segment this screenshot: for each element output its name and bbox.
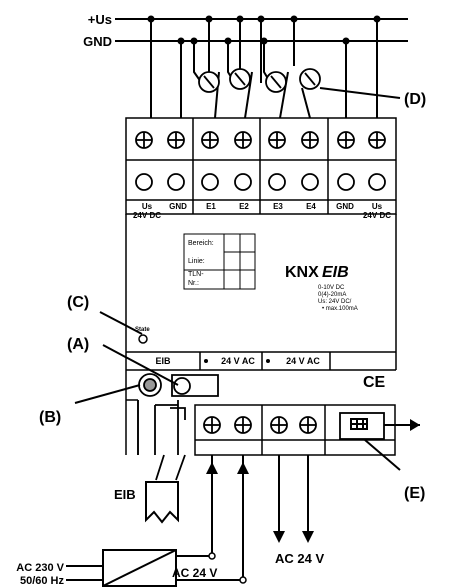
strip-label-eib: EIB (155, 356, 171, 366)
wire-openings (135, 173, 386, 191)
terminal-label-e3: E3 (273, 202, 283, 211)
terminal-label-us-2: Us (372, 202, 383, 211)
sensor-2-icon (229, 68, 251, 90)
label-nr: Nr.: (188, 280, 199, 287)
terminal-label-us: Us (142, 202, 153, 211)
arrow-up-icon-2 (237, 462, 249, 474)
strip-label-ac-2: 24 V AC (286, 356, 320, 366)
eib-bus-connector-icon (145, 481, 179, 524)
label-bereich: Bereich: (188, 240, 214, 247)
bus-connector-slot (171, 374, 219, 397)
us-bus-label: +Us (88, 12, 112, 27)
ac24-transformer-label: AC 24 V (172, 566, 217, 580)
callout-d: (D) (404, 91, 426, 108)
terminal-label-e1: E1 (206, 202, 216, 211)
sensor-3-icon (265, 71, 287, 93)
ce-mark: CE (363, 374, 386, 391)
knx-logo: KNX (285, 264, 319, 281)
terminal-label-e4: E4 (306, 202, 316, 211)
sensor-4-icon (299, 68, 321, 90)
screw-terminals-top (135, 131, 386, 149)
ac24-output-label: AC 24 V (275, 551, 324, 566)
supply-label-left: 24V DC (133, 211, 161, 220)
label-field (183, 233, 256, 290)
gnd-bus-label: GND (83, 34, 112, 49)
eib-logo: EIB (322, 264, 349, 281)
sensor-1-icon (198, 71, 220, 93)
strip-label-ac-1: 24 V AC (221, 356, 255, 366)
screw-terminals-bottom (203, 416, 317, 434)
arrow-down-icon-2 (302, 531, 314, 543)
label-tln: TLN- (188, 271, 204, 278)
state-label: State (135, 327, 150, 333)
terminal-label-gnd-2: GND (336, 202, 354, 211)
arrow-right-icon (410, 419, 420, 431)
state-led (138, 334, 148, 344)
frequency-label: 50/60 Hz (20, 575, 65, 587)
spec-line-4: • max.100mA (322, 306, 358, 312)
device-housing (125, 117, 397, 456)
spec-line-1: 0-10V DC (318, 285, 345, 291)
supply-label-right: 24V DC (363, 211, 391, 220)
callout-a: (A) (67, 336, 89, 353)
ac230-label: AC 230 V (16, 562, 64, 574)
transformer-icon (66, 549, 177, 587)
callout-e: (E) (404, 485, 425, 502)
spec-line-3: Us: 24V DC/ (318, 299, 352, 305)
terminal-label-gnd: GND (169, 202, 187, 211)
arrow-down-icon (273, 531, 285, 543)
callout-b: (B) (39, 409, 61, 426)
arrow-up-icon (206, 462, 218, 474)
terminal-label-e2: E2 (239, 202, 249, 211)
label-linie: Linie: (188, 258, 205, 265)
eib-wiring-label: EIB (114, 487, 136, 502)
spec-line-2: 0(4)-20mA (318, 292, 346, 298)
callout-c: (C) (67, 294, 89, 311)
